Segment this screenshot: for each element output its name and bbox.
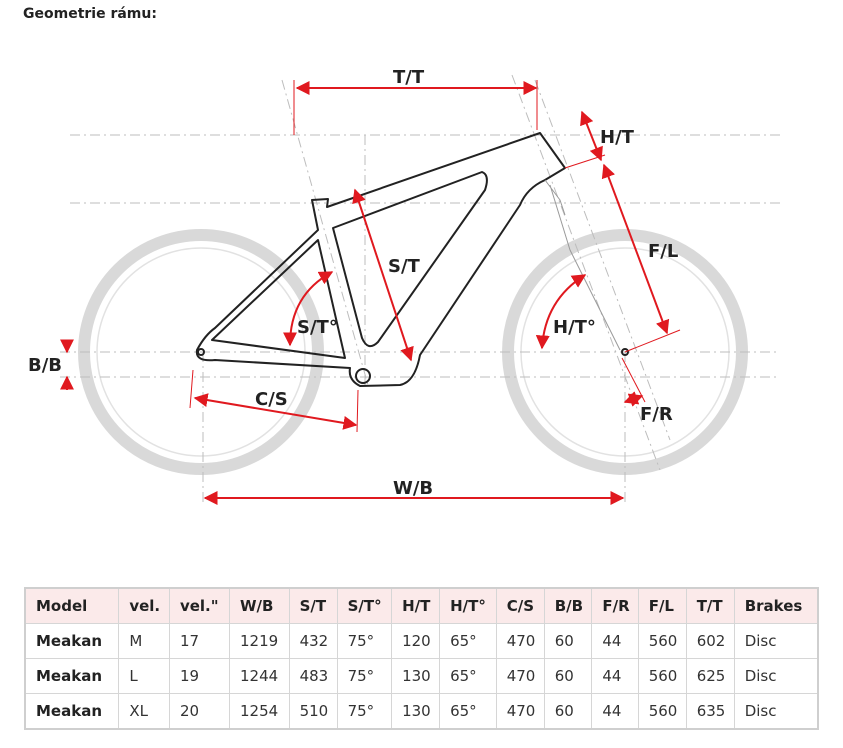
table-cell: M — [118, 623, 170, 659]
table-cell: 20 — [168, 693, 231, 730]
column-header: W/B — [229, 587, 290, 624]
column-header: F/R — [591, 587, 639, 624]
table-cell: 130 — [391, 693, 441, 730]
table-cell: 120 — [391, 623, 441, 659]
table-cell: 625 — [685, 658, 735, 694]
column-header: Model — [24, 587, 120, 624]
table-cell: 1254 — [229, 693, 290, 730]
table-cell: 65° — [439, 623, 497, 659]
table-cell: 432 — [288, 623, 338, 659]
label-st-angle: S/T° — [297, 317, 338, 338]
table-cell: 1244 — [229, 658, 290, 694]
section-title: Geometrie rámu: — [23, 6, 157, 22]
column-header: Brakes — [733, 587, 819, 624]
column-header: vel." — [168, 587, 231, 624]
table-cell: 130 — [391, 658, 441, 694]
table-cell: Meakan — [24, 623, 120, 659]
column-header: C/S — [495, 587, 545, 624]
table-cell: 470 — [495, 658, 545, 694]
table-cell: 60 — [543, 658, 593, 694]
label-fr: F/R — [640, 404, 673, 425]
table-cell: 44 — [591, 693, 639, 730]
table-cell: L — [118, 658, 170, 694]
table-cell: 65° — [439, 658, 497, 694]
label-ht: H/T — [600, 127, 635, 148]
column-header: S/T — [288, 587, 338, 624]
table-cell: 510 — [288, 693, 338, 730]
column-header: H/T — [391, 587, 441, 624]
label-cs: C/S — [255, 389, 288, 410]
table-cell: 470 — [495, 623, 545, 659]
table-cell: 60 — [543, 623, 593, 659]
table-cell: 560 — [637, 658, 687, 694]
table-cell: 60 — [543, 693, 593, 730]
table-cell: 75° — [336, 693, 393, 730]
table-cell: Meakan — [24, 658, 120, 694]
table-cell: 560 — [637, 623, 687, 659]
table-cell: 483 — [288, 658, 338, 694]
table-cell: 470 — [495, 693, 545, 730]
column-header: H/T° — [439, 587, 497, 624]
table-cell: 602 — [685, 623, 735, 659]
frame-geometry-diagram: T/T H/T F/L S/T S/T° H/T° B/B C/S F/R W/… — [28, 67, 780, 505]
label-bb: B/B — [28, 355, 62, 376]
column-header: vel. — [118, 587, 170, 624]
table-cell: 44 — [591, 658, 639, 694]
table-cell: 1219 — [229, 623, 290, 659]
label-wb: W/B — [393, 478, 433, 499]
column-header: B/B — [543, 587, 593, 624]
label-fl: F/L — [648, 241, 678, 262]
dimension-lines — [60, 80, 681, 505]
table-cell: XL — [118, 693, 170, 730]
table-cell: 635 — [685, 693, 735, 730]
table-cell: Disc — [733, 658, 819, 694]
table-cell: 44 — [591, 623, 639, 659]
table-cell: 75° — [336, 658, 393, 694]
label-ht-angle: H/T° — [553, 317, 596, 338]
table-cell: Disc — [733, 693, 819, 730]
table-cell: Meakan — [24, 693, 120, 730]
table-cell: 560 — [637, 693, 687, 730]
table-cell: 65° — [439, 693, 497, 730]
column-header: F/L — [637, 587, 687, 624]
label-st: S/T — [388, 256, 421, 277]
table-cell: Disc — [733, 623, 819, 659]
column-header: T/T — [685, 587, 735, 624]
table-cell: 75° — [336, 623, 393, 659]
column-header: S/T° — [336, 587, 393, 624]
table-cell: 19 — [168, 658, 231, 694]
table-cell: 17 — [168, 623, 231, 659]
label-tt: T/T — [393, 67, 425, 88]
guide-lines — [60, 74, 780, 505]
